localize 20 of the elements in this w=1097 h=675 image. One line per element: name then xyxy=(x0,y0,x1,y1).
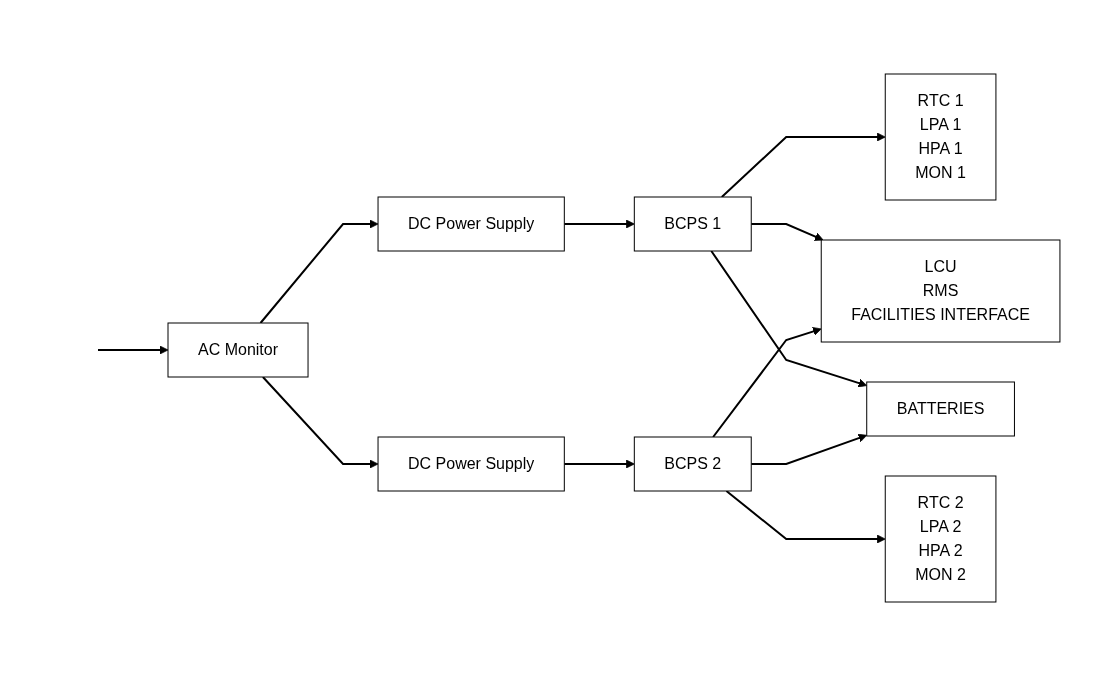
arrow xyxy=(720,132,886,198)
arrow xyxy=(261,375,378,468)
node-box: DC Power Supply xyxy=(377,196,565,251)
arrow xyxy=(711,326,822,438)
arrow xyxy=(259,219,378,324)
node-box: LCU RMS FACILITIES INTERFACE xyxy=(820,239,1060,342)
node-box: RTC 2 LPA 2 HPA 2 MON 2 xyxy=(884,475,996,602)
node-box: BCPS 1 xyxy=(633,196,752,251)
arrow xyxy=(96,345,168,354)
arrow xyxy=(724,489,886,543)
node-box: BATTERIES xyxy=(865,381,1015,436)
arrow xyxy=(562,459,635,468)
node-box: RTC 1 LPA 1 HPA 1 MON 1 xyxy=(884,73,996,200)
node-box: AC Monitor xyxy=(167,322,309,377)
arrow xyxy=(749,222,824,241)
arrow xyxy=(709,249,867,387)
node-box: BCPS 2 xyxy=(633,436,752,491)
arrow xyxy=(562,219,635,228)
arrow xyxy=(749,433,867,465)
node-box: DC Power Supply xyxy=(377,436,565,491)
